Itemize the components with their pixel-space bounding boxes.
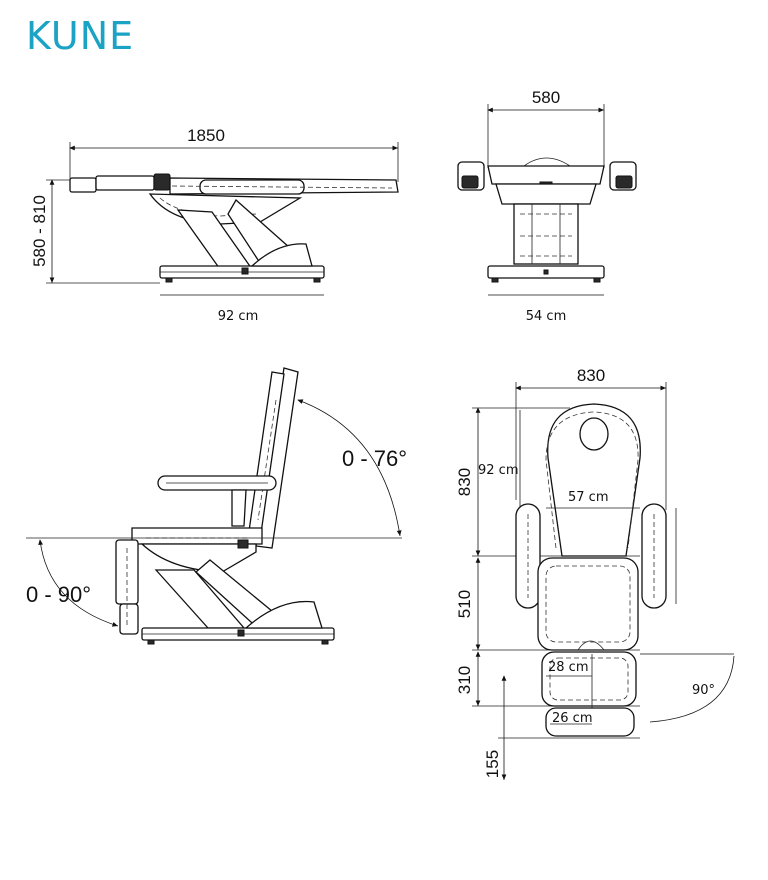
leg-upper-length-label: 310 [455,666,474,694]
top-view: 830 830 510 310 155 92 cm 57 cm [455,366,735,780]
brand-logo: KUNE [26,14,135,58]
front-view: 580 54 cm [457,88,637,324]
leg-rotation-label: 90° [692,683,715,698]
back-width-label: 57 cm [568,490,609,505]
leg-angle-label: 0 - 90° [26,582,91,607]
back-angle-label: 0 - 76° [342,446,407,471]
front-base-width-label: 54 cm [526,309,567,324]
top-total-width-label: 830 [577,366,605,385]
side-base-width-label: 92 cm [218,309,259,324]
seat-length-label: 510 [455,590,474,618]
leg-upper-width-label: 28 cm [548,660,589,675]
back-length-cm-label: 92 cm [478,463,519,478]
length-dimension-label: 1850 [187,126,225,145]
back-length-label: 830 [455,468,474,496]
leg-lower-length-label: 155 [483,750,502,778]
side-view-flat: 1850 580 - 810 92 cm [30,126,399,324]
side-view-chair: 0 - 76° 0 - 90° [26,367,407,645]
height-dimension-label: 580 - 810 [30,195,49,267]
leg-lower-width-label: 26 cm [552,711,593,726]
front-width-label: 580 [532,88,560,107]
